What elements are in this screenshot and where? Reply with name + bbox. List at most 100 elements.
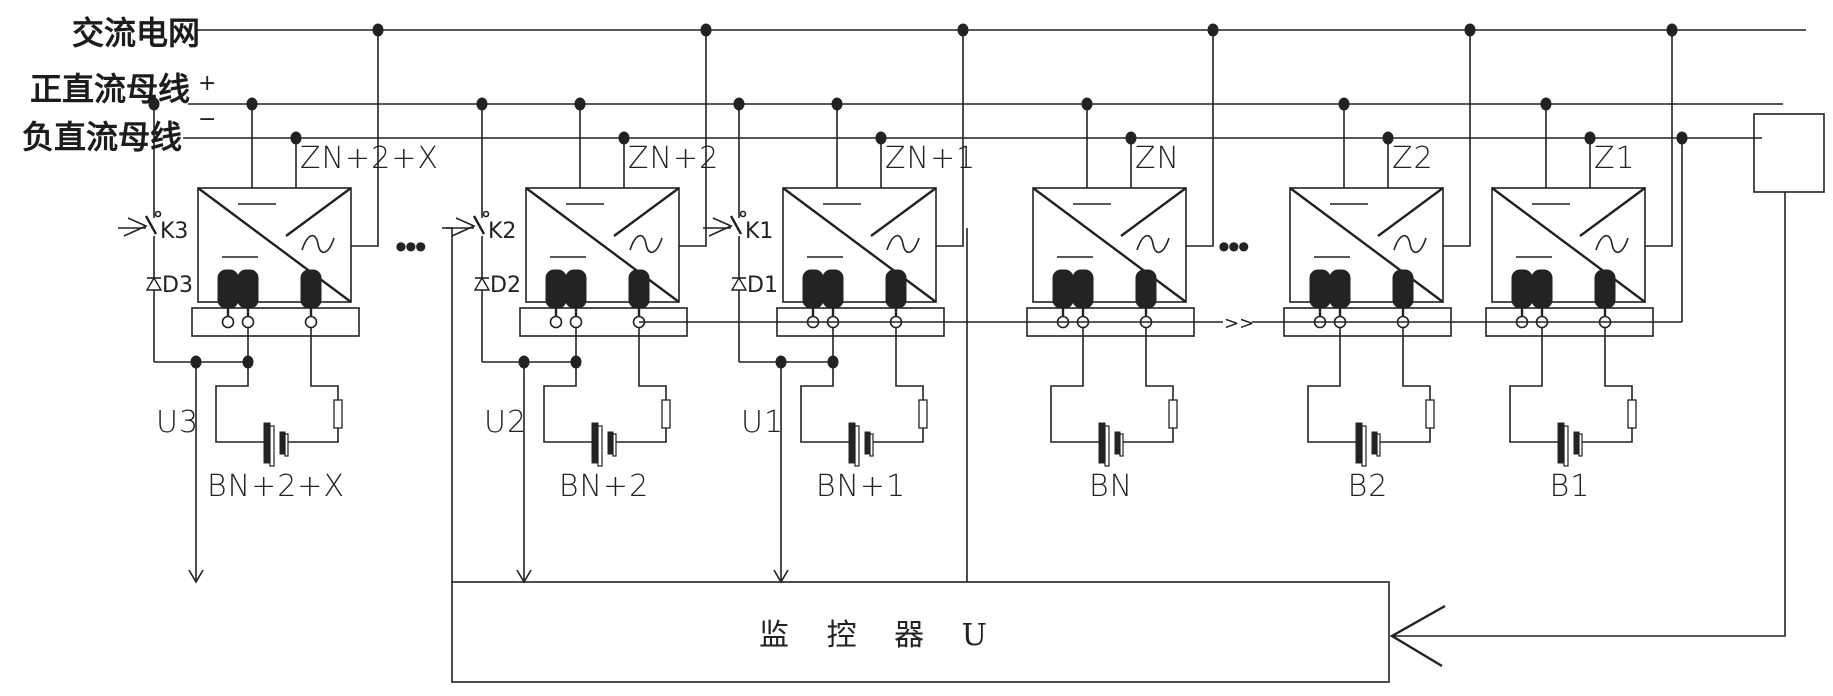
connector-plug-icon [1511, 269, 1533, 329]
junction-dot [618, 131, 630, 145]
junction-dot [1464, 23, 1476, 37]
junction-dot [246, 97, 258, 111]
battery-label: BN+2 [559, 469, 649, 504]
converter-diagonal [1289, 187, 1444, 303]
connector-plug-icon [237, 269, 259, 329]
battery-label: B1 [1550, 469, 1591, 504]
negative-dc-bus-label: 负直流母线 [22, 118, 182, 156]
negative-sign: − [198, 107, 216, 132]
junction-dot [957, 23, 969, 37]
battery-positive-wire [1374, 327, 1431, 443]
converter-box [782, 187, 937, 303]
connector-plug-icon [1135, 269, 1157, 329]
terminal-strip [191, 307, 360, 337]
battery-icon [591, 422, 617, 467]
converter-label: ZN+2+X [300, 141, 439, 176]
battery-label: BN+1 [816, 469, 906, 504]
diode-label: D3 [162, 273, 193, 298]
battery-label: BN+2+X [207, 469, 345, 504]
junction-dot [574, 97, 586, 111]
junction-dot [733, 97, 745, 111]
sense-arrow-icon [773, 569, 789, 584]
converter-box [197, 187, 352, 303]
battery-negative-wire [543, 327, 594, 443]
switch-contact [482, 210, 490, 218]
connector-plug-icon [1392, 269, 1414, 329]
connector-plug-icon [1072, 269, 1094, 329]
terminal [221, 315, 235, 329]
ac-wave-icon [629, 234, 663, 254]
battery-label: B2 [1348, 469, 1389, 504]
battery-icon [263, 422, 289, 467]
switch-control-lines [442, 227, 968, 582]
junction-dot [242, 355, 254, 369]
switch-actuator-arrow-icon [123, 217, 148, 237]
junction-dot [1081, 97, 1093, 111]
battery-negative-wire [1307, 327, 1358, 443]
connector-plug-icon [1309, 269, 1331, 329]
connector-plug-icon [1052, 269, 1074, 329]
ac-tap [1443, 30, 1471, 247]
junction-dot [1207, 23, 1219, 37]
connector-plug-icon [1329, 269, 1351, 329]
converter-diagonal [870, 187, 937, 237]
connector-plug-icon [300, 269, 322, 329]
ellipsis-left: ••• [395, 227, 426, 267]
ac-tap [679, 30, 707, 247]
battery-label: BN [1089, 469, 1133, 504]
junction-dot [1676, 131, 1688, 145]
voltage-label: U2 [484, 405, 527, 440]
battery-icon [1355, 422, 1381, 467]
diode-label: D2 [490, 273, 521, 298]
converter-diagonal [1579, 187, 1646, 237]
converter-box [1491, 187, 1646, 303]
ac-tap [1186, 30, 1214, 247]
ac-wave-icon [1393, 234, 1427, 254]
junction-dot [700, 23, 712, 37]
voltage-label: U1 [741, 405, 784, 440]
diode-icon [730, 276, 748, 291]
junction-dot [476, 97, 488, 111]
connector-plug-icon [822, 269, 844, 329]
diode-label: D1 [747, 273, 778, 298]
fuse-icon [1627, 399, 1637, 429]
fuse-icon [918, 399, 928, 429]
ac-grid-label: 交流电网 [72, 14, 200, 52]
junction-dot [1382, 131, 1394, 145]
connector-plug-icon [545, 269, 567, 329]
junction-dot [148, 97, 160, 111]
converter-diagonal [285, 187, 352, 237]
terminal [241, 315, 255, 329]
switch-blade [729, 215, 743, 235]
sensor-arrow-icon [1389, 604, 1446, 668]
junction-dot [827, 355, 839, 369]
connector-plug-icon [802, 269, 824, 329]
bus-sensor-box [1753, 113, 1825, 193]
junction-dot [1584, 131, 1596, 145]
switch-blade [472, 215, 486, 235]
junction-dot [1125, 131, 1137, 145]
converter-diagonal [197, 187, 352, 303]
converter-diagonal [613, 187, 680, 237]
connector-plug-icon [1594, 269, 1616, 329]
junction-dot [570, 355, 582, 369]
converter-diagonal [782, 187, 937, 303]
fuse-icon [661, 399, 671, 429]
battery-positive-wire [610, 327, 667, 443]
switch-contact [154, 210, 162, 218]
junction-dot [1338, 97, 1350, 111]
ac-tap [351, 30, 379, 247]
terminal [304, 315, 318, 329]
converter-diagonal [1032, 187, 1187, 303]
converter-label: ZN+1 [885, 141, 976, 176]
monitor-label: 监 控 器 U [759, 618, 1001, 653]
switch-label: K1 [745, 219, 773, 244]
converter-box [525, 187, 680, 303]
